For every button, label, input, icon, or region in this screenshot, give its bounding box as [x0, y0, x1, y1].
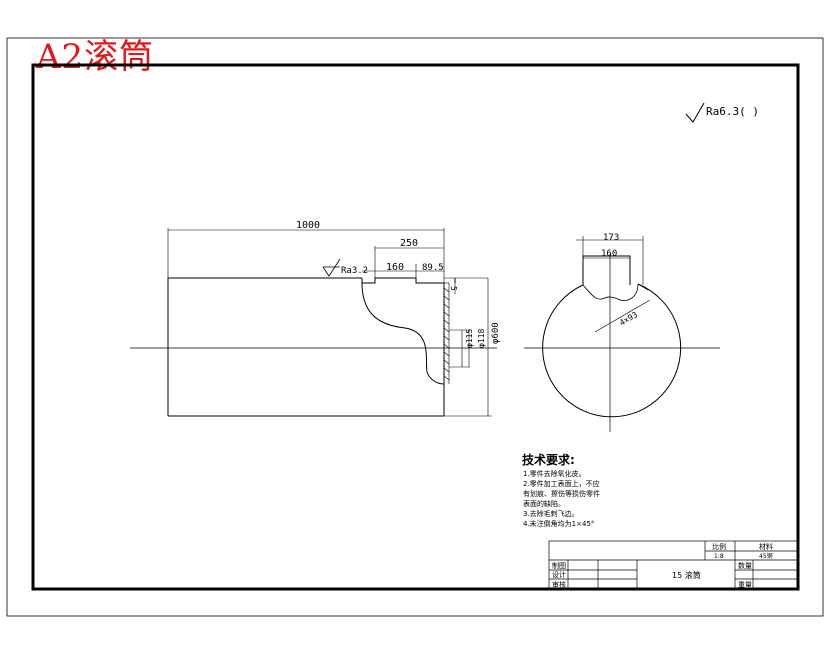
row-label-design: 设计 — [552, 570, 566, 579]
dim-173: 173 — [603, 233, 619, 243]
dim-250: 250 — [400, 238, 418, 249]
step-profile — [361, 277, 444, 284]
drawing-title: A2滚筒 — [36, 37, 155, 77]
material-label: 材料 — [759, 542, 773, 551]
title-block — [548, 540, 799, 590]
drum-circle — [542, 283, 682, 418]
part-name: 15 滚筒 — [672, 570, 701, 580]
global-roughness-symbol — [685, 102, 705, 123]
tech-line: 3.去除毛刺飞边。 — [523, 509, 579, 518]
dim-1000: 1000 — [296, 220, 320, 231]
side-view — [524, 236, 720, 432]
tech-line: 4.未注倒角均为1×45° — [523, 519, 594, 528]
global-roughness-text: Ra6.3( ) — [706, 105, 759, 118]
dim-d600: φ600 — [491, 322, 501, 344]
dim-w160: 160 — [601, 249, 617, 259]
section-hatch — [443, 282, 450, 384]
tech-line: 表面的缺陷。 — [523, 499, 565, 508]
dim-d118: φ118 — [477, 329, 486, 348]
dim-89-5: 89.5 — [422, 263, 444, 273]
scale-value: 1:8 — [714, 553, 724, 560]
front-view — [130, 228, 497, 417]
material-value: 45钢 — [759, 552, 773, 560]
sheet-border — [6, 37, 824, 617]
drawing-frame — [31, 63, 800, 591]
break-line — [361, 282, 445, 385]
dim-160: 160 — [386, 262, 404, 273]
scale-label: 比例 — [712, 542, 726, 551]
local-roughness-text: Ra3.2 — [341, 266, 368, 276]
qty-label: 数量 — [738, 561, 752, 570]
keyway-outline — [582, 255, 631, 285]
tech-line: 2.零件加工表面上，不应 — [523, 479, 600, 488]
dim-4x93: 4×93 — [618, 310, 639, 328]
dim-5: 5 — [449, 286, 458, 291]
tech-line: 1.零件去除氧化皮。 — [523, 469, 586, 478]
weight-label: 重量 — [738, 581, 752, 589]
tech-requirements: 技术要求: 1.零件去除氧化皮。 2.零件加工表面上，不应 有划痕、擦伤等损伤零… — [522, 452, 600, 528]
tech-heading: 技术要求: — [522, 452, 575, 467]
tech-line: 有划痕、擦伤等损伤零件 — [523, 489, 600, 498]
row-label-drawn: 制图 — [552, 561, 566, 570]
dim-d115: φ115 — [465, 329, 474, 348]
row-label-review: 审核 — [552, 580, 566, 589]
